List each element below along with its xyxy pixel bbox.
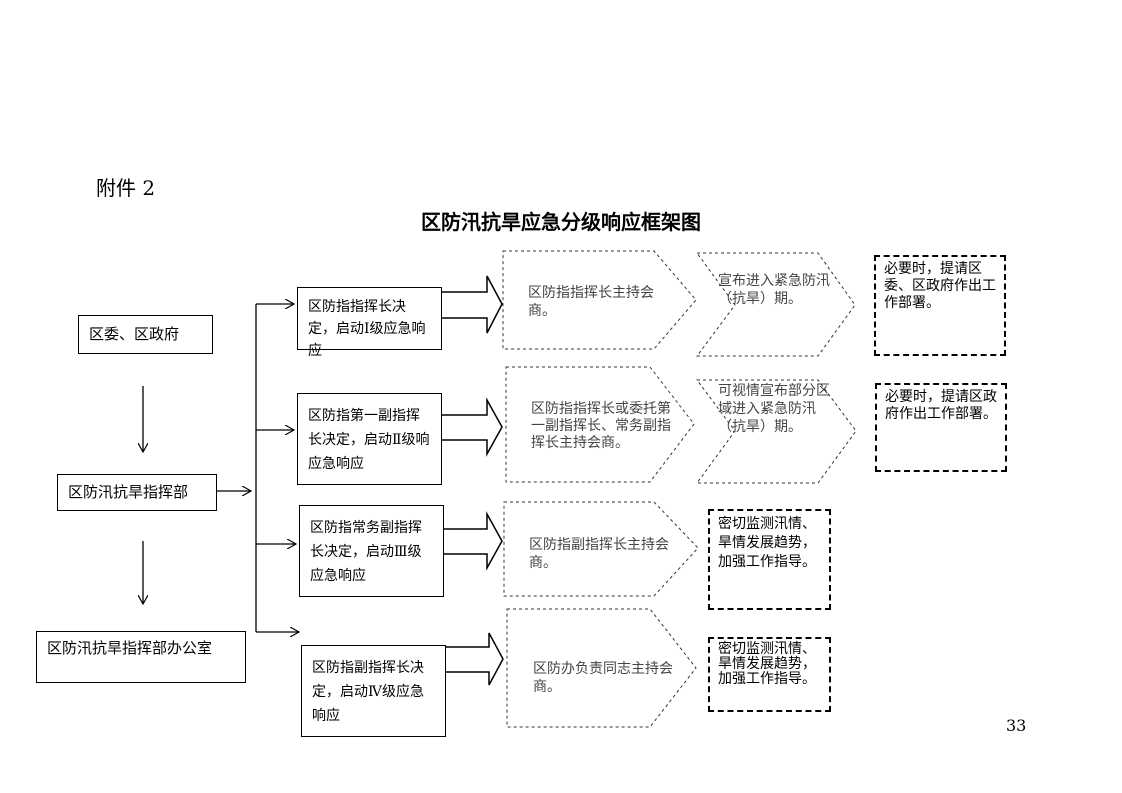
decision-box-3: 区防指常务副指挥长决定，启动Ⅲ级应急响应: [299, 505, 444, 597]
consult-text-3: 区防指副指挥长主持会商。: [529, 537, 669, 571]
office-box: 区防汛抗旱指挥部办公室: [36, 631, 246, 683]
action-text-4: 密切监测汛情、旱情发展趋势，加强工作指导。: [718, 641, 816, 687]
block-arrow-4: [445, 632, 504, 686]
block-arrow-1: [441, 275, 503, 334]
hq-label: 区防汛抗旱指挥部: [68, 483, 189, 501]
decision-text-2: 区防指第一副指挥长决定，启动Ⅱ级响应急响应: [308, 408, 430, 472]
block-arrow-2: [441, 397, 503, 457]
decision-text-3: 区防指常务副指挥长决定，启动Ⅲ级应急响应: [310, 520, 422, 584]
decision-box-1: 区防指指挥长决定，启动Ⅰ级应急响应: [297, 287, 442, 359]
decision-text-4: 区防指副指挥长决定，启动Ⅳ级应急响应: [312, 660, 424, 724]
page-title: 区防汛抗旱应急分级响应框架图: [421, 210, 701, 234]
block-arrow-3: [443, 511, 503, 571]
decision-box-2: 区防指第一副指挥长决定，启动Ⅱ级响应急响应: [297, 393, 442, 485]
office-label: 区防汛抗旱指挥部办公室: [47, 639, 213, 657]
action-box-2: 必要时，提请区政府作出工作部署。: [875, 383, 1007, 472]
hq-box: 区防汛抗旱指挥部: [57, 474, 217, 511]
action-text-3: 密切监测汛情、旱情发展趋势，加强工作指导。: [718, 516, 816, 570]
consult-shape-2: [505, 366, 695, 483]
declare-text-1: 宣布进入紧急防汛（抗旱）期。: [718, 273, 830, 307]
declare-text-2: 可视情宣布部分区域进入紧急防汛（抗旱）期。: [718, 383, 830, 435]
action-box-4: 密切监测汛情、旱情发展趋势，加强工作指导。: [708, 637, 831, 712]
consult-text-4: 区防办负责同志主持会商。: [533, 661, 673, 695]
consult-shape-3: [503, 501, 699, 597]
action-box-1: 必要时，提请区委、区政府作出工作部署。: [874, 255, 1006, 356]
gov-label: 区委、区政府: [89, 325, 180, 343]
action-text-1: 必要时，提请区委、区政府作出工作部署。: [884, 261, 996, 311]
declare-shape-1: [696, 252, 856, 357]
declare-shape-2: [696, 379, 857, 484]
consult-text-1: 区防指指挥长主持会商。: [528, 285, 654, 319]
page-number: 33: [1006, 716, 1027, 735]
action-box-3: 密切监测汛情、旱情发展趋势，加强工作指导。: [708, 509, 831, 610]
decision-box-4: 区防指副指挥长决定，启动Ⅳ级应急响应: [301, 645, 446, 737]
consult-shape-1: [502, 250, 697, 350]
decision-text-1: 区防指指挥长决定，启动Ⅰ级应急响应: [308, 299, 426, 359]
gov-box: 区委、区政府: [78, 315, 213, 354]
attachment-label: 附件 2: [96, 176, 156, 200]
consult-text-2: 区防指指挥长或委托第一副指挥长、常务副指挥长主持会商。: [531, 401, 671, 451]
action-text-2: 必要时，提请区政府作出工作部署。: [885, 389, 997, 422]
